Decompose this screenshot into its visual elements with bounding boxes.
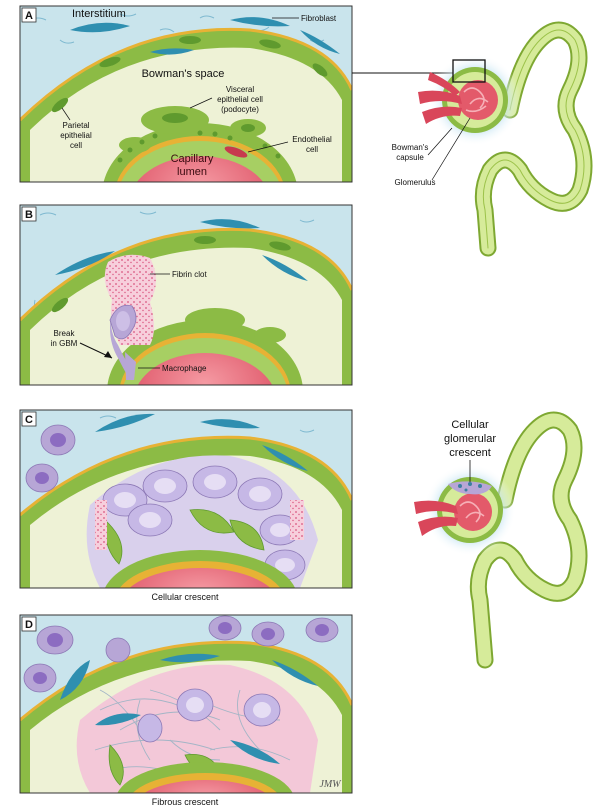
label-bowmans-capsule-2: capsule [396, 153, 424, 162]
label-interstitium: Interstitium [72, 8, 126, 20]
artist-signature: JMW [319, 779, 342, 790]
panel-c [20, 410, 352, 650]
panel-d [20, 615, 352, 810]
panel-a-letter: A [25, 10, 33, 22]
label-capillary-2: lumen [177, 166, 207, 178]
nephron-top: Bowman's capsule Glomerulus [392, 30, 584, 248]
label-crescent-1: Cellular [451, 419, 489, 431]
label-parietal-1: Parietal [62, 121, 89, 130]
label-visceral-3: (podocyte) [221, 105, 259, 114]
panel-d-letter: D [25, 619, 33, 631]
label-visceral-2: epithelial cell [217, 95, 263, 104]
label-endothelial-2: cell [306, 145, 318, 154]
caption-fibrous-crescent: Fibrous crescent [152, 797, 219, 807]
label-fibroblast: Fibroblast [301, 14, 337, 23]
label-bowmans-space: Bowman's space [142, 68, 225, 80]
label-parietal-2: epithelial [60, 131, 92, 140]
label-bowmans-capsule-1: Bowman's [392, 143, 429, 152]
label-parietal-3: cell [70, 141, 82, 150]
label-crescent-3: crescent [449, 447, 491, 459]
label-break-2: in GBM [51, 339, 78, 348]
label-crescent-2: glomerular [444, 433, 496, 445]
label-break-1: Break [54, 329, 76, 338]
label-macrophage: Macrophage [162, 364, 207, 373]
label-glomerulus: Glomerulus [395, 178, 436, 187]
label-endothelial-1: Endothelial [292, 135, 332, 144]
panel-c-letter: C [25, 414, 33, 426]
label-capillary-1: Capillary [171, 153, 214, 165]
caption-cellular-crescent: Cellular crescent [151, 592, 219, 602]
nephron-bottom: Cellular glomerular crescent [414, 419, 579, 660]
panel-b-letter: B [25, 209, 33, 221]
label-visceral-1: Visceral [226, 85, 255, 94]
label-fibrin-clot: Fibrin clot [172, 270, 207, 279]
